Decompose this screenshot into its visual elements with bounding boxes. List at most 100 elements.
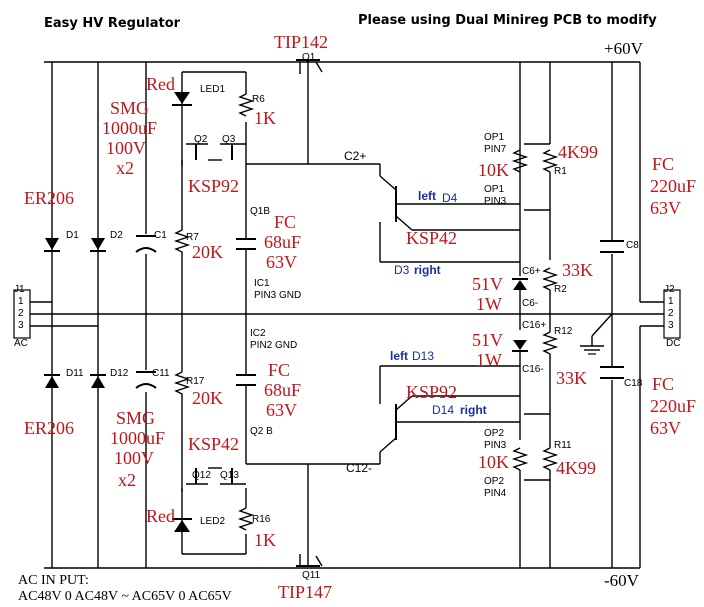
label-red-2: Red	[146, 506, 175, 526]
label-r6: R6	[252, 94, 265, 105]
connector-j2	[663, 289, 681, 339]
label-q2: Q2	[194, 134, 208, 145]
label-c1: C1	[154, 230, 167, 241]
resistor-r16	[237, 507, 255, 531]
label-led2: LED2	[200, 516, 225, 527]
label-d1: D1	[66, 230, 79, 241]
label-ksp92-mid: KSP92	[406, 382, 457, 402]
label-dc: DC	[666, 338, 680, 349]
capacitor-c18	[600, 366, 624, 379]
label-d12: D12	[110, 368, 129, 379]
label-fc-top-3: 63V	[266, 252, 297, 272]
label-ic1: IC1	[254, 278, 270, 289]
label-op1: OP1	[484, 132, 504, 143]
label-fc-right2-1: FC	[652, 374, 674, 394]
label-1w-top: 1W	[476, 294, 502, 314]
label-c8: C8	[626, 240, 639, 251]
transistor-q3	[220, 143, 246, 160]
label-smg-3: 100V	[106, 138, 146, 158]
label-4k99-bot: 4K99	[556, 458, 596, 478]
label-ksp92-top: KSP92	[188, 176, 239, 196]
label-fc-right-1: FC	[652, 154, 674, 174]
label-33k-bot: 33K	[556, 368, 587, 388]
transistor-q1-tip142	[296, 59, 323, 164]
label-d11: D11	[66, 368, 84, 379]
label-d13: D13	[412, 349, 434, 363]
label-r6-value: 1K	[254, 108, 276, 128]
resistor-r2-33k	[541, 267, 559, 291]
label-fc-bot-1: FC	[268, 360, 290, 380]
label-ic2-pin: PIN2 GND	[250, 340, 297, 351]
resistor-10k-top	[511, 149, 529, 173]
label-smg-2: 1000uF	[102, 118, 157, 138]
resistor-r7	[173, 229, 191, 314]
capacitor-c8	[600, 240, 624, 253]
capacitor-c-68uf-bottom	[236, 374, 256, 386]
label-fc-top-1: FC	[274, 212, 296, 232]
resistor-r11-4k99	[541, 447, 559, 471]
transistor-q11-tip147	[296, 464, 323, 567]
label-j2-pin2: 2	[668, 308, 674, 319]
ac-input-values: AC48V 0 AC48V ~ AC65V 0 AC65V	[18, 589, 232, 604]
label-c18: C18	[624, 378, 643, 389]
label-smg-4: x2	[116, 158, 134, 178]
label-c12minus: C12-	[346, 461, 372, 475]
label-ic1-pin: PIN3 GND	[254, 290, 301, 301]
resistor-10k-bottom	[511, 447, 529, 471]
label-r12: R12	[554, 326, 573, 337]
rail-neg-label: -60V	[604, 571, 640, 590]
ac-input-title: AC IN PUT:	[18, 573, 89, 588]
label-j1: J1	[14, 284, 25, 295]
label-smg2-1: SMG	[116, 408, 155, 428]
label-tip142: TIP142	[274, 32, 328, 52]
label-fc-right-3: 63V	[650, 198, 681, 218]
label-ic2: IC2	[250, 328, 266, 339]
label-r16: R16	[252, 514, 271, 525]
label-op2-pin4: PIN4	[484, 488, 507, 499]
label-d2: D2	[110, 230, 123, 241]
label-c16minus: C16-	[522, 364, 544, 375]
label-j1-pin3: 3	[18, 320, 24, 331]
zener-51v-bottom	[512, 340, 528, 352]
label-j2-pin1: 1	[668, 296, 674, 307]
label-fc-top-2: 68uF	[264, 232, 301, 252]
label-red-1: Red	[146, 74, 175, 94]
label-op1-pin7: PIN7	[484, 144, 507, 155]
label-fc-right2-3: 63V	[650, 418, 681, 438]
label-right-d14: right	[460, 403, 487, 417]
label-right-d3: right	[414, 263, 441, 277]
label-smg2-2: 1000uF	[110, 428, 165, 448]
label-q1: Q1	[302, 52, 316, 63]
label-j1-pin1: 1	[18, 296, 24, 307]
modify-note: Please using Dual Minireg PCB to modify	[358, 13, 657, 28]
transistor-q13	[220, 468, 246, 485]
label-op2: OP2	[484, 428, 504, 439]
label-1w-bot: 1W	[476, 350, 502, 370]
label-q3: Q3	[222, 134, 236, 145]
label-r17: R17	[186, 376, 205, 387]
label-er206-bot: ER206	[24, 418, 74, 438]
transistor-q2	[186, 143, 208, 160]
capacitor-c11	[135, 371, 157, 389]
diagram-title: Easy HV Regulator	[44, 16, 181, 31]
label-op2-b: OP2	[484, 476, 504, 487]
label-51v-top: 51V	[472, 274, 503, 294]
resistor-r6	[237, 93, 255, 117]
label-d14: D14	[432, 403, 454, 417]
label-fc-bot-3: 63V	[266, 400, 297, 420]
label-q12: Q12	[192, 470, 211, 481]
resistor-r17	[173, 371, 191, 492]
label-left-d4: left	[418, 189, 436, 203]
label-smg-1: SMG	[110, 98, 149, 118]
capacitor-c1	[135, 235, 157, 253]
label-r7: R7	[186, 232, 199, 243]
label-c11: C11	[152, 368, 170, 379]
label-c16plus: C16+	[522, 320, 546, 331]
diode-d11	[44, 374, 60, 388]
label-ac: AC	[14, 338, 28, 349]
label-led1: LED1	[200, 84, 225, 95]
led1	[172, 92, 192, 106]
label-r1: R1	[554, 166, 567, 177]
